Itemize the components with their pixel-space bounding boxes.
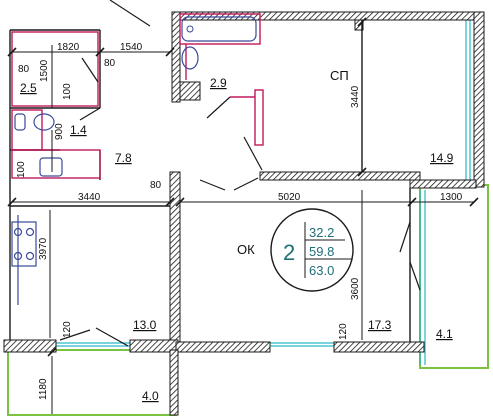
walls	[3, 11, 485, 416]
dim-100: 100	[62, 83, 73, 100]
summary-living-area: 32.2	[309, 225, 334, 240]
dim-120-left: 120	[62, 321, 73, 338]
balcony-outlines	[7, 20, 489, 416]
dim-1180: 1180	[38, 378, 49, 400]
dim-3440-vertical: 3440	[350, 85, 361, 108]
dim-80-top-left: 80	[18, 64, 30, 75]
area-room-2: 17.3	[368, 318, 392, 332]
summary-total-area: 59.8	[309, 244, 334, 259]
doors	[59, 0, 421, 347]
stove-icon	[11, 215, 37, 305]
dim-1300: 1300	[440, 192, 463, 203]
dimension-lines	[12, 22, 474, 414]
dim-80-center: 80	[150, 180, 162, 191]
toilet-icon	[33, 46, 199, 131]
area-hall: 7.8	[115, 151, 132, 165]
area-wc-top: 2.9	[210, 76, 227, 90]
bathtub-icon	[181, 16, 257, 42]
area-kitchen: 13.0	[133, 318, 157, 332]
summary-total-with-balcony: 63.0	[309, 263, 334, 278]
area-balcony-right: 4.1	[436, 327, 453, 341]
dim-1540: 1540	[120, 42, 143, 53]
dim-900: 900	[54, 123, 65, 140]
label-ok: ОК	[237, 242, 255, 257]
dim-3600: 3600	[350, 277, 361, 300]
dim-1820: 1820	[57, 42, 80, 53]
dim-5020: 5020	[278, 192, 301, 203]
dim-120-right: 120	[338, 323, 349, 340]
dim-1500: 1500	[39, 59, 50, 82]
summary-room-count: 2	[283, 240, 295, 265]
apartment-summary-badge: 2 32.2 59.8 63.0	[270, 208, 354, 292]
dim-100-lower: 100	[16, 161, 27, 178]
dim-3970: 3970	[38, 237, 49, 260]
area-balcony-bottom: 4.0	[142, 389, 159, 403]
sink-icon	[14, 113, 63, 177]
dim-3440-horizontal: 3440	[78, 192, 101, 203]
area-toilet: 1.4	[70, 123, 87, 137]
label-sp: СП	[330, 68, 349, 83]
area-bathroom: 2.5	[20, 81, 37, 95]
area-room-1: 14.9	[430, 151, 454, 165]
dim-80-top-mid: 80	[104, 58, 116, 69]
plumbing-fixtures	[11, 13, 264, 179]
dimension-ticks	[7, 17, 479, 357]
